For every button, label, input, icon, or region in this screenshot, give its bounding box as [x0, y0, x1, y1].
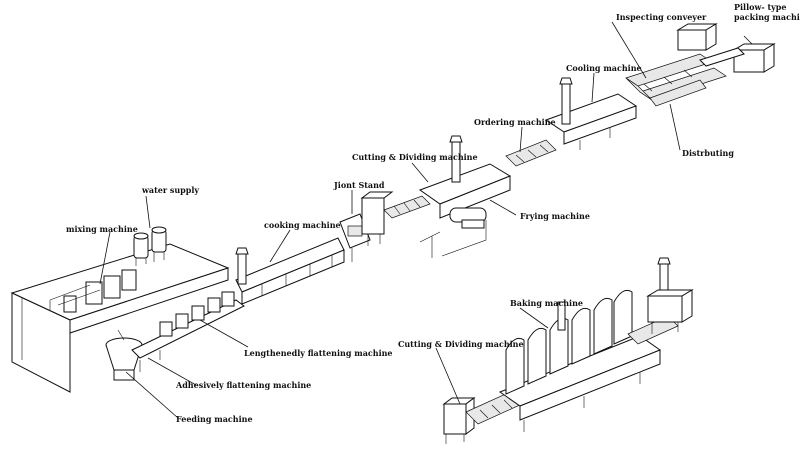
label-pillow-type-1: Pillow- type — [734, 2, 787, 12]
label-distributing: Distrbuting — [682, 148, 734, 158]
cutting-dividing-machine-top — [360, 191, 394, 246]
cooling-machine — [544, 77, 638, 150]
label-pillow-type-2: packing machine — [734, 12, 800, 22]
ordering-conveyor — [505, 139, 557, 167]
label-inspecting-conveyer: Inspecting conveyer — [616, 12, 707, 22]
label-water-supply: water supply — [141, 185, 199, 195]
distributing-conveyor — [649, 79, 707, 107]
flattening-machines — [131, 291, 245, 372]
mixing-machine — [49, 269, 137, 313]
cooking-machine — [235, 237, 345, 305]
labels: water supply mixing machine cooking mach… — [66, 2, 800, 424]
baking-output — [627, 257, 694, 345]
cutting-dividing-machine-bottom — [442, 397, 476, 444]
label-feeding-machine: Feeding machine — [176, 414, 253, 424]
water-supply-tanks — [133, 226, 167, 266]
baking-machine — [498, 289, 662, 432]
label-cutting-dividing-bottom: Cutting & Dividing machine — [398, 339, 524, 349]
label-cooling-machine: Cooling machine — [566, 63, 642, 73]
pillow-type-packing-machines — [676, 23, 776, 73]
label-cutting-dividing-top: Cutting & Dividing machine — [352, 152, 478, 162]
label-baking-machine: Baking machine — [510, 298, 583, 308]
leader-lines — [99, 21, 753, 419]
inspecting-conveyer — [625, 53, 727, 101]
label-cooking-machine: cooking machine — [264, 220, 341, 230]
label-mixing-machine: mixing machine — [66, 224, 138, 234]
label-frying-machine: Frying machine — [520, 211, 590, 221]
label-ordering-machine: Ordering machine — [474, 117, 556, 127]
short-conveyor-1 — [383, 195, 431, 219]
label-adhesively-flattening: Adhesively flattening machine — [175, 380, 311, 390]
label-lengthenedly-flattening: Lengthenedly flattening machine — [244, 348, 393, 358]
label-joint-stand: Jiont Stand — [333, 180, 385, 190]
frying-machine — [418, 135, 512, 258]
